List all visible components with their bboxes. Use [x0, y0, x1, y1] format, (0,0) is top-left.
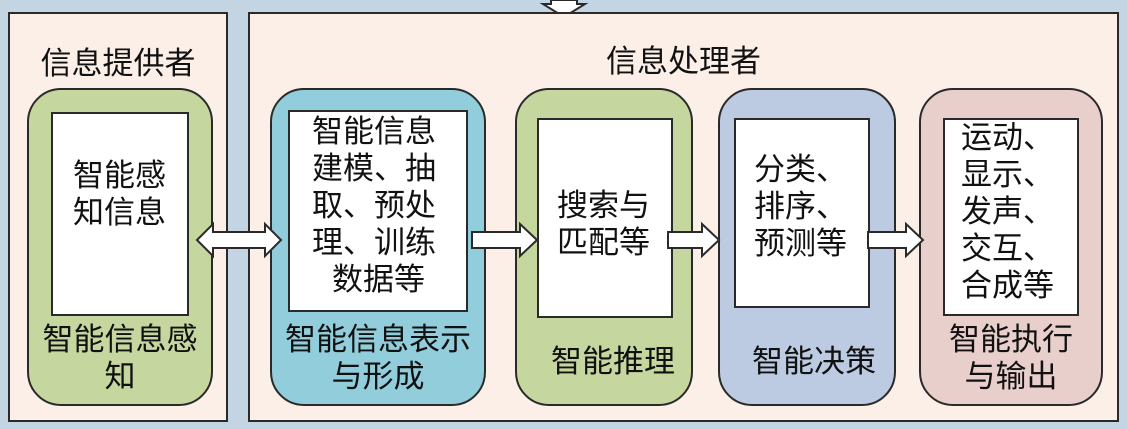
module-execution-output: 运动、 显示、 发声、 交互、 合成等 智能执行 与输出: [919, 88, 1103, 406]
perception-detail-box: 智能感 知信息: [51, 112, 189, 316]
module-representation-formation: 智能信息 建模、抽 取、预处 理、训练 数据等 智能信息表示 与形成: [270, 88, 486, 406]
reasoning-detail-box: 搜索与 匹配等: [537, 118, 673, 318]
module-reasoning: 搜索与 匹配等 智能推理: [515, 88, 693, 406]
flow-arrow-icon: [471, 221, 539, 259]
flow-arrow-icon: [667, 221, 721, 259]
info-provider-panel: 信息提供者 智能感 知信息 智能信息感 知: [8, 12, 228, 422]
inner-line: 知信息: [73, 195, 166, 231]
representation-detail-box: 智能信息 建模、抽 取、预处 理、训练 数据等: [288, 110, 468, 312]
execution-caption: 智能执行 与输出: [949, 322, 1073, 395]
perception-caption: 智能信息感 知: [42, 322, 198, 395]
representation-caption: 智能信息表示 与形成: [285, 322, 471, 395]
bidirectional-arrow-icon: [195, 221, 283, 259]
decision-detail-box: 分类、 排序、 预测等: [734, 118, 870, 308]
module-intelligent-perception: 智能感 知信息 智能信息感 知: [27, 88, 213, 406]
top-down-arrow-icon: [539, 0, 589, 19]
reasoning-caption: 智能推理: [551, 344, 675, 380]
module-decision: 分类、 排序、 预测等 智能决策: [718, 88, 896, 406]
inner-line: 智能感: [73, 158, 166, 194]
info-processor-panel: 信息处理者 智能信息 建模、抽 取、预处 理、训练 数据等 智能信息表示 与形成…: [248, 12, 1119, 422]
decision-caption: 智能决策: [752, 344, 876, 380]
processor-title: 信息处理者: [606, 44, 761, 80]
provider-title: 信息提供者: [40, 46, 196, 82]
execution-detail-box: 运动、 显示、 发声、 交互、 合成等: [943, 118, 1079, 316]
flow-arrow-icon: [867, 221, 925, 259]
